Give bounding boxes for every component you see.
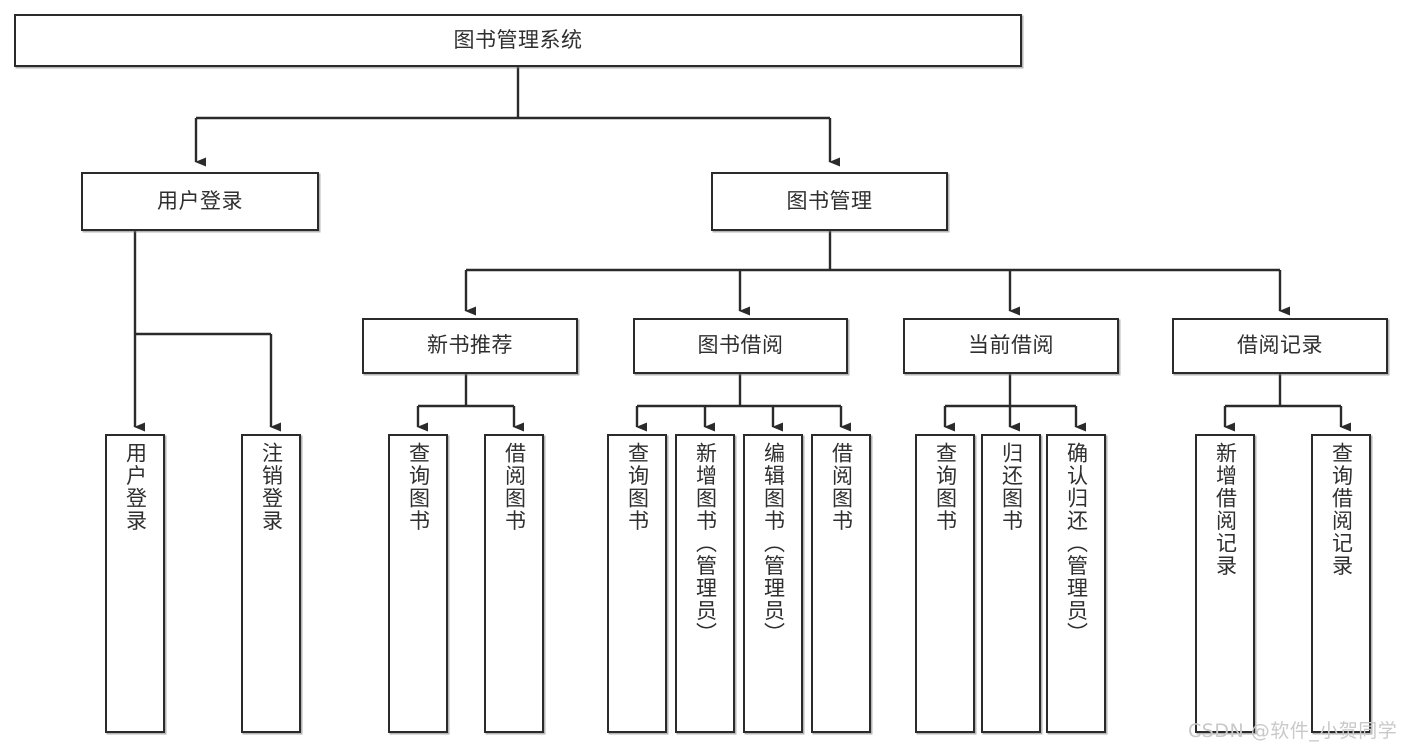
node-root-system[interactable]: 图书管理系统	[14, 14, 1022, 67]
node-borrow-record[interactable]: 借阅记录	[1172, 318, 1388, 374]
node-label-leaf-query-record: 查询借阅记录	[1329, 442, 1354, 577]
node-new-book-recommend[interactable]: 新书推荐	[362, 318, 578, 374]
node-label-book-borrow: 图书借阅	[697, 333, 784, 358]
node-label-leaf-confirm-return: 确认归还（管理员）	[1064, 442, 1089, 645]
node-label-leaf-borrow-book-2: 借阅图书	[829, 442, 854, 532]
node-leaf-borrow-book-2[interactable]: 借阅图书	[811, 434, 871, 733]
node-book-management[interactable]: 图书管理	[711, 172, 948, 231]
node-label-leaf-user-login: 用户登录	[123, 442, 148, 532]
node-leaf-logout-login[interactable]: 注销登录	[241, 434, 301, 733]
node-leaf-return-book[interactable]: 归还图书	[981, 434, 1041, 733]
node-leaf-query-book-2[interactable]: 查询图书	[607, 434, 667, 733]
node-label-borrow-record: 借阅记录	[1237, 333, 1323, 358]
node-label-leaf-logout-login: 注销登录	[259, 442, 284, 532]
node-leaf-borrow-book-1[interactable]: 借阅图书	[484, 434, 544, 733]
node-leaf-query-book-1[interactable]: 查询图书	[388, 434, 448, 733]
node-label-book-management: 图书管理	[786, 188, 873, 213]
node-book-borrow[interactable]: 图书借阅	[633, 318, 848, 374]
node-leaf-query-record[interactable]: 查询借阅记录	[1311, 434, 1371, 733]
node-leaf-confirm-return[interactable]: 确认归还（管理员）	[1046, 434, 1106, 733]
node-label-user-login: 用户登录	[157, 188, 243, 213]
node-current-borrow[interactable]: 当前借阅	[903, 318, 1119, 374]
watermark-text: CSDN @软件_小贺同学	[1188, 720, 1398, 742]
node-label-leaf-query-book-1: 查询图书	[406, 442, 431, 532]
node-leaf-add-record[interactable]: 新增借阅记录	[1195, 434, 1255, 733]
node-user-login[interactable]: 用户登录	[81, 172, 319, 231]
node-label-leaf-borrow-book-1: 借阅图书	[502, 442, 527, 532]
node-label-leaf-add-record: 新增借阅记录	[1213, 442, 1238, 577]
node-label-root-system: 图书管理系统	[453, 27, 583, 52]
node-label-new-book-recommend: 新书推荐	[427, 333, 513, 358]
node-label-leaf-query-book-3: 查询图书	[933, 442, 958, 532]
node-leaf-add-book[interactable]: 新增图书（管理员）	[675, 434, 735, 733]
node-label-current-borrow: 当前借阅	[968, 333, 1054, 358]
node-label-leaf-return-book: 归还图书	[999, 442, 1024, 532]
node-leaf-edit-book[interactable]: 编辑图书（管理员）	[743, 434, 803, 733]
node-leaf-query-book-3[interactable]: 查询图书	[915, 434, 975, 733]
node-label-leaf-edit-book: 编辑图书（管理员）	[761, 442, 786, 645]
node-label-leaf-add-book: 新增图书（管理员）	[693, 442, 718, 645]
node-leaf-user-login[interactable]: 用户登录	[105, 434, 165, 733]
node-label-leaf-query-book-2: 查询图书	[625, 442, 650, 532]
